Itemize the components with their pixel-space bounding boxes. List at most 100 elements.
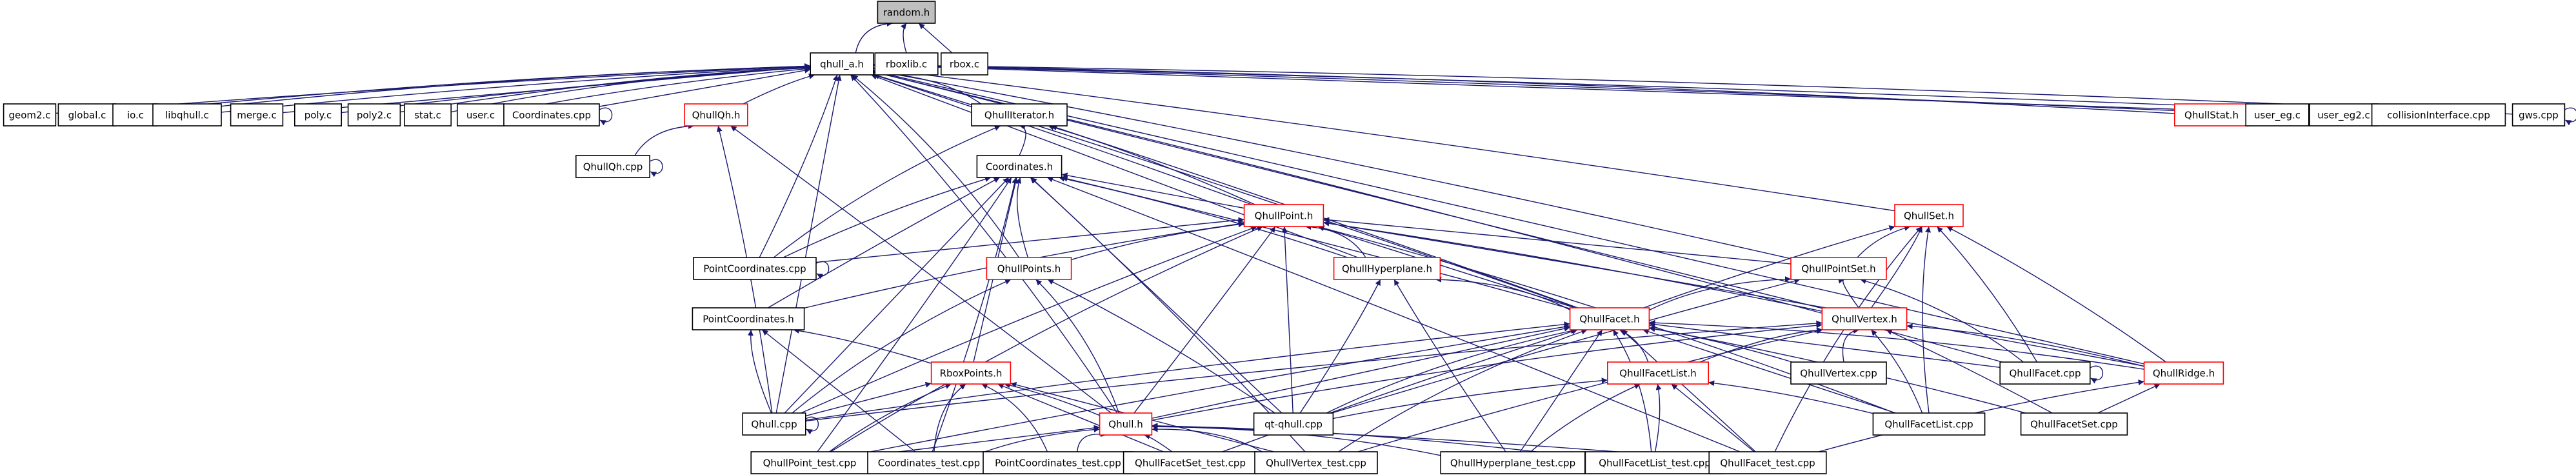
node-box[interactable]	[1099, 412, 1153, 436]
node-box[interactable]	[2143, 361, 2224, 385]
node-gws-cpp[interactable]: gws.cpp	[2511, 103, 2566, 126]
node-box[interactable]	[986, 257, 1072, 280]
node-box[interactable]	[2511, 103, 2566, 126]
node-box[interactable]	[742, 412, 806, 436]
node-box[interactable]	[1999, 361, 2091, 385]
node-qhulliterator-h[interactable]: QhullIterator.h	[971, 103, 1068, 126]
node-qhullqh-cpp[interactable]: QhullQh.cpp	[575, 155, 650, 178]
node-rbox-c[interactable]: rbox.c	[941, 52, 989, 76]
node-box[interactable]	[152, 103, 222, 126]
node-box[interactable]	[684, 103, 748, 126]
node-qhullfacet-test-cpp[interactable]: QhullFacet_test.cpp	[1708, 451, 1827, 474]
node-geom2-c[interactable]: geom2.c	[3, 103, 57, 126]
node-qhullvertex-cpp[interactable]: QhullVertex.cpp	[1790, 361, 1887, 385]
node-box[interactable]	[2020, 412, 2128, 436]
node-box[interactable]	[403, 103, 452, 126]
node-box[interactable]	[575, 155, 650, 178]
edge-qt-qhull-cpp-to-qhullpoint-h	[1281, 226, 1293, 414]
node-box[interactable]	[1790, 257, 1887, 280]
node-box[interactable]	[57, 103, 117, 126]
node-user-eg2-c[interactable]: user_eg2.c	[2309, 103, 2379, 126]
node-qhullfacetset-cpp[interactable]: QhullFacetSet.cpp	[2020, 412, 2128, 436]
node-box[interactable]	[983, 451, 1133, 474]
node-coordinates-h[interactable]: Coordinates.h	[976, 155, 1063, 178]
node-qhullstat-h[interactable]: QhullStat.h	[2174, 103, 2250, 126]
node-box[interactable]	[1872, 412, 1986, 436]
node-box[interactable]	[2245, 103, 2310, 126]
node-qhull-a-h[interactable]: qhull_a.h	[810, 52, 874, 76]
node-box[interactable]	[347, 103, 401, 126]
node-pointcoordinates-cpp[interactable]: PointCoordinates.cpp	[693, 257, 817, 280]
node-box[interactable]	[1333, 257, 1441, 280]
node-box[interactable]	[294, 103, 342, 126]
node-qt-qhull-cpp[interactable]: qt-qhull.cpp	[1253, 412, 1334, 436]
node-qhullpoint-test-cpp[interactable]: QhullPoint_test.cpp	[750, 451, 869, 474]
node-box[interactable]	[1123, 451, 1258, 474]
node-qhullhyperplane-test-cpp[interactable]: QhullHyperplane_test.cpp	[1440, 451, 1586, 474]
node-global-c[interactable]: global.c	[57, 103, 117, 126]
node-box[interactable]	[693, 257, 817, 280]
node-box[interactable]	[1708, 451, 1827, 474]
node-qhullhyperplane-h[interactable]: QhullHyperplane.h	[1333, 257, 1441, 280]
node-box[interactable]	[1254, 451, 1378, 474]
node-qhullfacetlist-test-cpp[interactable]: QhullFacetList_test.cpp	[1584, 451, 1725, 474]
edge-qhullfacetlist-test-cpp-to-qhullfacetlist-h	[1654, 383, 1662, 452]
node-qhullvertex-h[interactable]: QhullVertex.h	[1821, 307, 1908, 330]
node-box[interactable]	[930, 361, 1012, 385]
node-random-h[interactable]: random.h	[877, 1, 936, 24]
node-qhull-h[interactable]: Qhull.h	[1099, 412, 1153, 436]
node-qhullpointset-h[interactable]: QhullPointSet.h	[1790, 257, 1887, 280]
node-user-c[interactable]: user.c	[456, 103, 504, 126]
node-box[interactable]	[1790, 361, 1887, 385]
node-box[interactable]	[941, 52, 989, 76]
node-qhullfacetlist-cpp[interactable]: QhullFacetList.cpp	[1872, 412, 1986, 436]
node-qhullset-h[interactable]: QhullSet.h	[1894, 204, 1964, 227]
node-qhull-cpp[interactable]: Qhull.cpp	[742, 412, 806, 436]
node-stat-c[interactable]: stat.c	[403, 103, 452, 126]
node-box[interactable]	[112, 103, 159, 126]
node-box[interactable]	[971, 103, 1068, 126]
node-merge-c[interactable]: merge.c	[230, 103, 284, 126]
node-qhullvertex-test-cpp[interactable]: QhullVertex_test.cpp	[1254, 451, 1378, 474]
node-qhullfacet-cpp[interactable]: QhullFacet.cpp	[1999, 361, 2091, 385]
node-poly2-c[interactable]: poly2.c	[347, 103, 401, 126]
node-box[interactable]	[692, 307, 805, 330]
node-box[interactable]	[1253, 412, 1334, 436]
node-rboxlib-c[interactable]: rboxlib.c	[874, 52, 939, 76]
node-box[interactable]	[1569, 307, 1650, 330]
node-qhullpoint-h[interactable]: QhullPoint.h	[1243, 204, 1324, 227]
node-box[interactable]	[230, 103, 284, 126]
node-coordinates-cpp[interactable]: Coordinates.cpp	[503, 103, 600, 126]
node-box[interactable]	[2371, 103, 2506, 126]
node-qhullpoints-h[interactable]: QhullPoints.h	[986, 257, 1072, 280]
node-box[interactable]	[1821, 307, 1908, 330]
node-label: QhullRidge.h	[2153, 368, 2215, 379]
node-pointcoordinates-test-cpp[interactable]: PointCoordinates_test.cpp	[983, 451, 1133, 474]
node-box[interactable]	[877, 1, 936, 24]
edge-qt-qhull-cpp-to-qhullpointset-h	[1332, 278, 1801, 414]
node-coordinates-test-cpp[interactable]: Coordinates_test.cpp	[867, 451, 991, 474]
node-box[interactable]	[503, 103, 600, 126]
node-pointcoordinates-h[interactable]: PointCoordinates.h	[692, 307, 805, 330]
node-user-eg-c[interactable]: user_eg.c	[2245, 103, 2310, 126]
node-qhullfacetset-test-cpp[interactable]: QhullFacetSet_test.cpp	[1123, 451, 1258, 474]
node-qhullfacet-h[interactable]: QhullFacet.h	[1569, 307, 1650, 330]
node-box[interactable]	[3, 103, 57, 126]
node-poly-c[interactable]: poly.c	[294, 103, 342, 126]
node-qhullridge-h[interactable]: QhullRidge.h	[2143, 361, 2224, 385]
node-box[interactable]	[1243, 204, 1324, 227]
node-box[interactable]	[1607, 361, 1710, 385]
node-qhullfacetlist-h[interactable]: QhullFacetList.h	[1607, 361, 1710, 385]
node-box[interactable]	[1894, 204, 1964, 227]
node-libqhull-c[interactable]: libqhull.c	[152, 103, 222, 126]
node-qhullqh-h[interactable]: QhullQh.h	[684, 103, 748, 126]
node-rboxpoints-h[interactable]: RboxPoints.h	[930, 361, 1012, 385]
node-box[interactable]	[867, 451, 991, 474]
edge-qhull-h-to-qhullpoints-h	[1035, 279, 1120, 414]
node-box[interactable]	[874, 52, 939, 76]
node-box[interactable]	[976, 155, 1063, 178]
node-io-c[interactable]: io.c	[112, 103, 159, 126]
node-box[interactable]	[456, 103, 504, 126]
node-collisioninterface-cpp[interactable]: collisionInterface.cpp	[2371, 103, 2506, 126]
node-box[interactable]	[810, 52, 874, 76]
